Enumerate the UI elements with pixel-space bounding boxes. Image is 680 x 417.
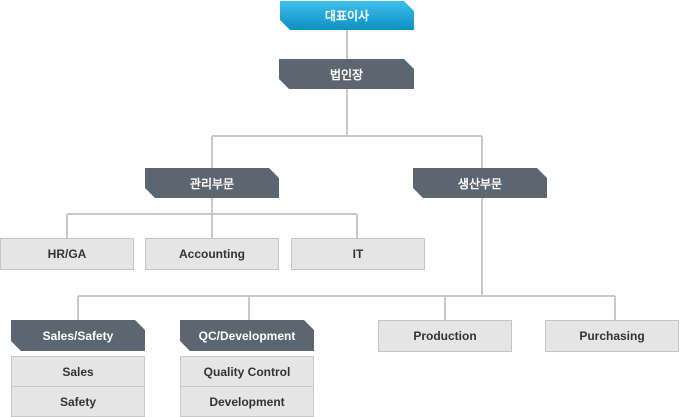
accounting-label: Accounting bbox=[179, 247, 245, 261]
ceo-box: 대표이사 bbox=[280, 1, 414, 30]
sales-label: Sales bbox=[62, 364, 94, 379]
development-box: Development bbox=[180, 386, 314, 417]
sales-box: Sales bbox=[11, 356, 145, 387]
purchasing-box: Purchasing bbox=[545, 320, 679, 352]
production-box: Production bbox=[378, 320, 512, 352]
development-label: Development bbox=[209, 394, 285, 409]
sales-safety-label: Sales/Safety bbox=[42, 328, 114, 343]
qc-development-label: QC/Development bbox=[198, 328, 296, 343]
it-box: IT bbox=[291, 238, 425, 270]
hr-ga-label: HR/GA bbox=[47, 247, 87, 261]
safety-label: Safety bbox=[59, 394, 97, 409]
quality-control-box: Quality Control bbox=[180, 356, 314, 387]
purchasing-label: Purchasing bbox=[579, 329, 645, 343]
it-label: IT bbox=[352, 247, 364, 261]
quality-control-label: Quality Control bbox=[203, 364, 291, 379]
admin-division-label: 관리부문 bbox=[189, 176, 235, 191]
accounting-box: Accounting bbox=[145, 238, 279, 270]
hr-ga-box: HR/GA bbox=[0, 238, 134, 270]
president-box: 법인장 bbox=[279, 59, 414, 89]
production-division-box: 생산부문 bbox=[413, 168, 547, 198]
qc-development-box: QC/Development bbox=[180, 320, 314, 351]
ceo-label: 대표이사 bbox=[324, 9, 370, 23]
president-label: 법인장 bbox=[329, 67, 364, 82]
admin-division-box: 관리부문 bbox=[145, 168, 279, 198]
production-division-label: 생산부문 bbox=[457, 176, 503, 191]
sales-safety-box: Sales/Safety bbox=[11, 320, 145, 351]
safety-box: Safety bbox=[11, 386, 145, 417]
production-label: Production bbox=[413, 329, 477, 343]
